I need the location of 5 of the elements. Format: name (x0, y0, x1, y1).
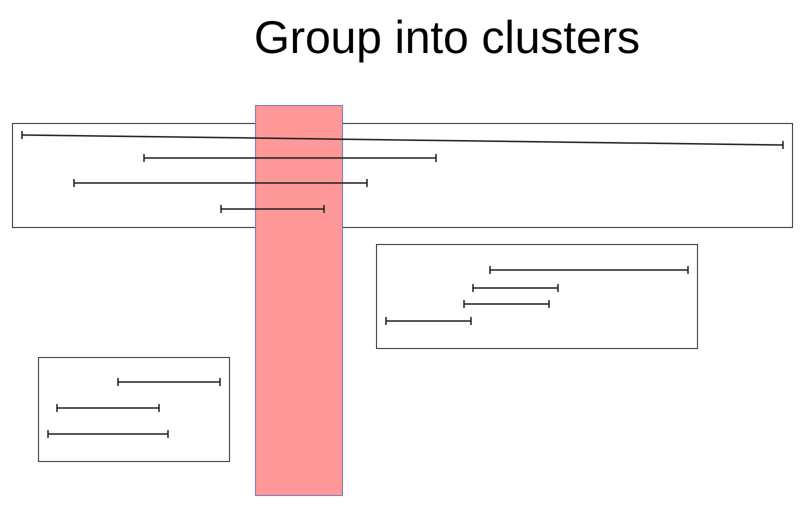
cluster-frame (376, 244, 698, 349)
cluster-frame (12, 123, 793, 228)
cluster-frame (38, 357, 230, 462)
highlight-band (255, 105, 343, 496)
diagram-title: Group into clusters (252, 10, 642, 64)
